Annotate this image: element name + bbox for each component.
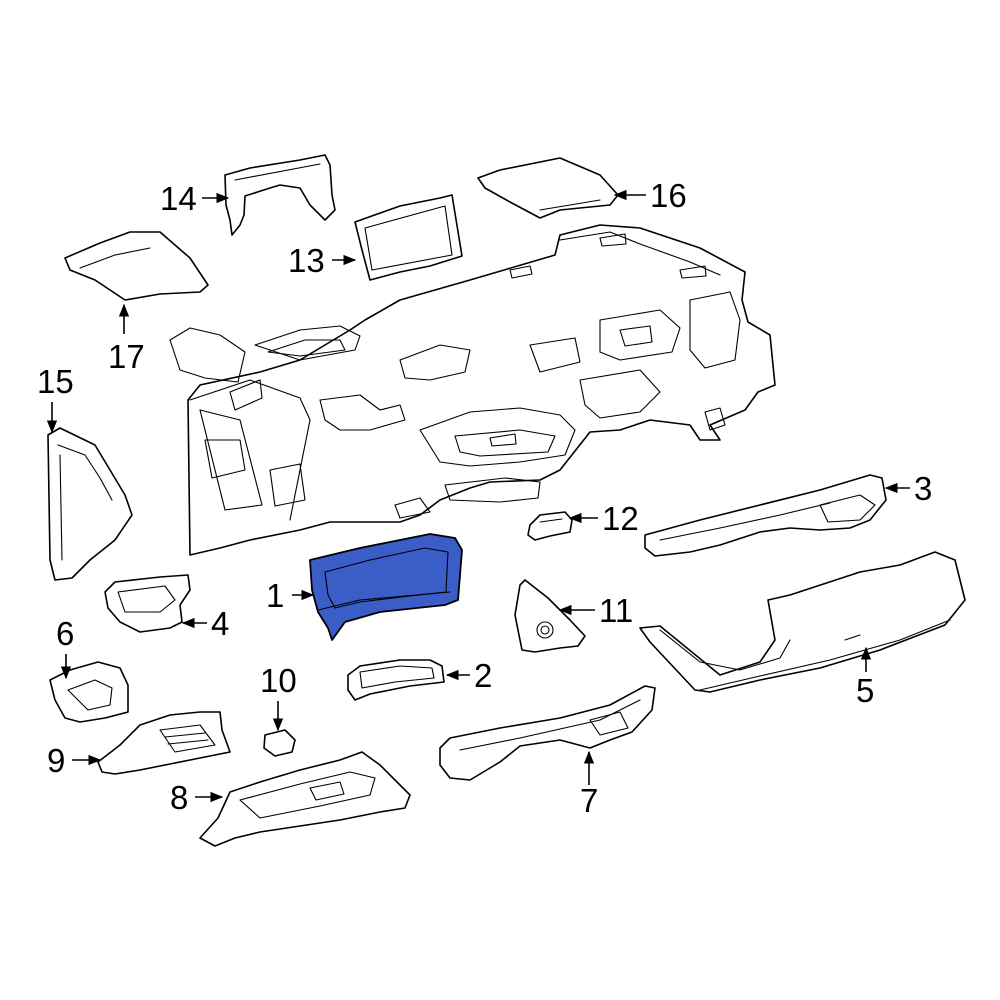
part-3-lower-panel-bracket xyxy=(644,474,887,557)
part-16-upper-cover xyxy=(477,157,619,219)
callout-label-15[interactable]: 15 xyxy=(37,363,74,400)
callout-label-14[interactable]: 14 xyxy=(160,180,197,217)
callout-label-2[interactable]: 2 xyxy=(474,657,492,694)
callout-label-1[interactable]: 1 xyxy=(266,577,284,614)
callout-label-6[interactable]: 6 xyxy=(56,615,74,652)
callout-label-17[interactable]: 17 xyxy=(108,338,145,375)
callout-label-7[interactable]: 7 xyxy=(580,782,598,819)
callout-label-3[interactable]: 3 xyxy=(914,470,932,507)
part-12-clip xyxy=(527,511,573,541)
callout-label-11[interactable]: 11 xyxy=(599,592,633,629)
callout-label-8[interactable]: 8 xyxy=(170,779,188,816)
part-8-knee-bolster-bracket xyxy=(199,751,411,847)
part-11-bracket xyxy=(514,579,586,653)
part-7-lower-trim xyxy=(439,685,656,781)
callout-label-4[interactable]: 4 xyxy=(211,605,229,642)
callout-label-12[interactable]: 12 xyxy=(602,500,639,537)
callout-label-10[interactable]: 10 xyxy=(260,662,297,699)
part-5-glove-box-panel xyxy=(639,551,966,693)
part-15-side-end-cap xyxy=(47,427,133,581)
callout-label-9[interactable]: 9 xyxy=(47,742,65,779)
callout-labels: 1 2 3 4 5 6 7 8 9 10 11 12 13 14 15 16 1… xyxy=(37,177,932,819)
part-6-side-cover xyxy=(49,661,129,723)
part-10-clip xyxy=(263,729,296,757)
callout-label-5[interactable]: 5 xyxy=(856,672,874,709)
callout-leaders xyxy=(46,189,910,803)
part-14-display-bracket xyxy=(224,154,336,236)
callout-label-16[interactable]: 16 xyxy=(650,177,687,214)
part-2-vent-duct xyxy=(347,659,445,701)
part-4-side-vent xyxy=(104,574,191,633)
callout-label-13[interactable]: 13 xyxy=(288,242,325,279)
part-13-display-bezel xyxy=(354,194,463,281)
dashboard-frame xyxy=(169,224,776,556)
part-17-upper-cover xyxy=(64,231,209,301)
part-1-cluster-hood[interactable] xyxy=(309,533,463,641)
part-9-lower-vent-grille xyxy=(97,711,231,775)
